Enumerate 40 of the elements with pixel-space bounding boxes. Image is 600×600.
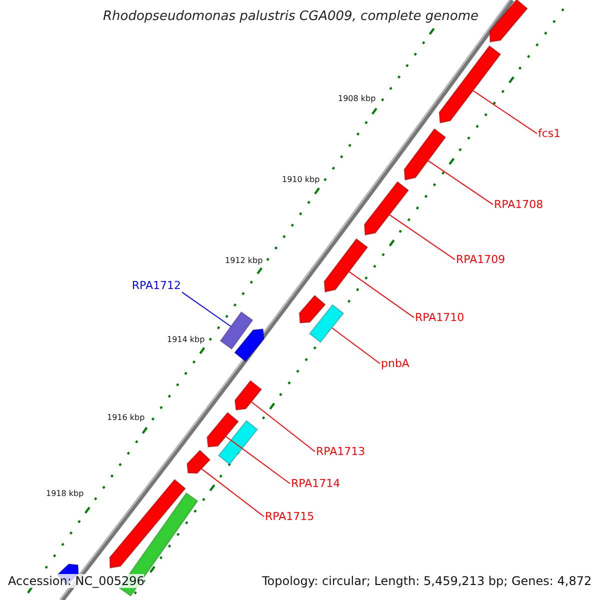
scale-label: 1912 kbp	[225, 256, 263, 266]
gene-block	[324, 238, 368, 293]
gene-label: RPA1714	[291, 477, 340, 490]
gene-block	[206, 412, 240, 448]
gene-block	[186, 450, 211, 474]
leader-line	[250, 401, 316, 452]
gene-label: RPA1709	[456, 253, 506, 266]
gene-label: RPA1708	[494, 198, 544, 212]
gene-label: fcs1	[538, 127, 561, 140]
leader-line	[472, 90, 538, 134]
scale-label: 1910 kbp	[282, 175, 320, 185]
gene-block	[438, 45, 502, 124]
gene-block	[234, 380, 262, 411]
leader-line	[389, 214, 456, 260]
gene-block	[298, 294, 326, 324]
gene-block	[220, 311, 254, 350]
gene-label: RPA1710	[415, 311, 464, 324]
gene-block	[109, 478, 186, 569]
scale-label: 1914 kbp	[167, 335, 205, 345]
scale-label: 1916 kbp	[107, 413, 145, 423]
gene-label: RPA1715	[265, 510, 314, 524]
gene-label: pnbA	[381, 357, 410, 370]
gene-block	[364, 181, 410, 236]
genome-title: Rhodopseudomonas palustris CGA009, complete genome	[101, 9, 481, 25]
accession-text: Accession: NC_005296	[8, 574, 144, 588]
leader-line	[348, 271, 414, 318]
genome-info-text: Topology: circular; Length: 5,459,213 bp; Genes: 4,872	[262, 574, 592, 588]
scale-label: 1908 kbp	[338, 94, 376, 104]
leader-line	[428, 160, 494, 206]
gene-label: RPA1712	[132, 279, 181, 292]
gene-block	[489, 0, 528, 43]
gene-block	[234, 328, 265, 362]
gene-block	[218, 420, 258, 466]
gene-label: RPA1713	[316, 445, 366, 458]
leader-line	[331, 327, 380, 364]
leader-line	[201, 468, 264, 518]
gene-block	[404, 128, 446, 181]
leader-line	[225, 436, 290, 484]
scale-label: 1918 kbp	[46, 489, 84, 499]
gene-block	[308, 304, 344, 343]
